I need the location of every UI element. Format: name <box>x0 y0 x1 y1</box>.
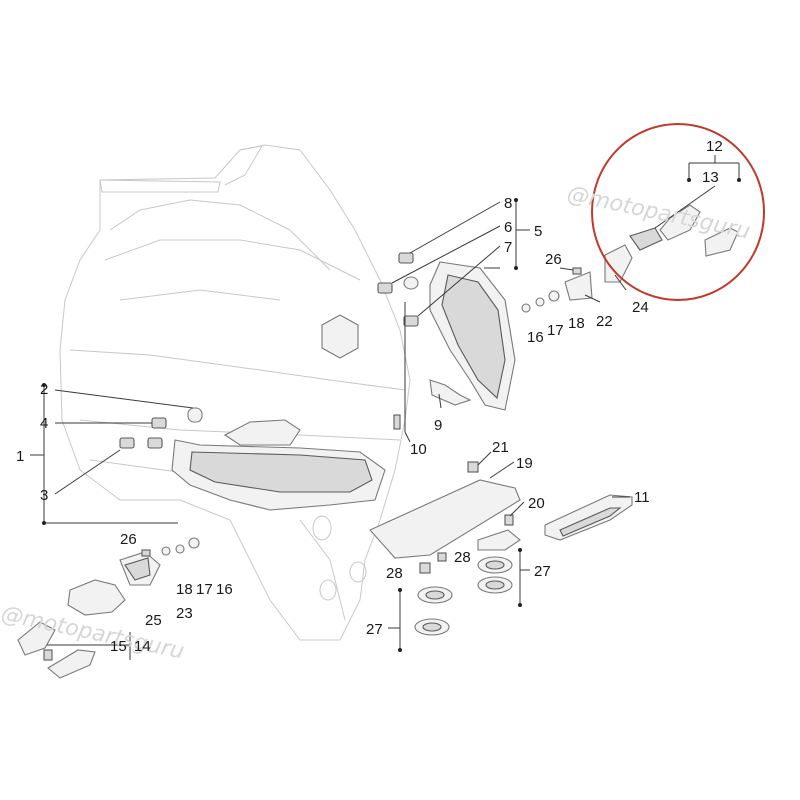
callout-labels: 1 2 3 4 5 6 7 8 9 10 11 12 13 14 15 16 1… <box>16 138 723 655</box>
rear-tail-light <box>171 419 386 511</box>
rear-mudguard-panel <box>369 461 521 559</box>
callout-26-right: 26 <box>545 251 562 268</box>
callout-5: 5 <box>534 223 542 240</box>
rubber-grommets <box>414 529 521 636</box>
right-turn-signal <box>521 204 739 313</box>
callout-24: 24 <box>632 299 649 316</box>
callout-2: 2 <box>40 381 48 398</box>
hexagon-emblem-icon <box>321 314 359 359</box>
callout-17-left: 17 <box>196 581 213 598</box>
callout-16-left: 16 <box>216 581 233 598</box>
reflector-oval <box>349 561 367 583</box>
callout-9: 9 <box>434 417 442 434</box>
callout-18-right: 18 <box>568 315 585 332</box>
callout-16-right: 16 <box>527 329 544 346</box>
reflector-oval <box>319 579 337 601</box>
callout-18-left: 18 <box>176 581 193 598</box>
scooter-rear-body <box>59 144 411 641</box>
callout-27-right: 27 <box>534 563 551 580</box>
license-plate-light-unit <box>377 252 516 430</box>
callout-10: 10 <box>410 441 427 458</box>
callout-28-left: 28 <box>386 565 403 582</box>
callout-11: 11 <box>634 489 650 506</box>
callout-13: 13 <box>702 169 719 186</box>
callout-22: 22 <box>596 313 613 330</box>
callout-25: 25 <box>145 612 162 629</box>
callout-21: 21 <box>492 439 509 456</box>
reflector-oval <box>312 515 332 541</box>
callout-12: 12 <box>706 138 723 155</box>
callout-19: 19 <box>516 455 533 472</box>
callout-14: 14 <box>134 638 151 655</box>
side-reflector <box>544 494 633 541</box>
highlight-circle <box>591 123 765 301</box>
callout-26-left: 26 <box>120 531 137 548</box>
bracket-dots <box>42 178 741 652</box>
callout-8: 8 <box>504 195 512 212</box>
callout-27-left: 27 <box>366 621 383 638</box>
callout-15: 15 <box>110 638 127 655</box>
callout-7: 7 <box>504 239 512 256</box>
callout-3: 3 <box>40 487 48 504</box>
callout-28-right: 28 <box>454 549 471 566</box>
callout-4: 4 <box>40 415 48 432</box>
leader-lines <box>30 155 740 660</box>
callout-1: 1 <box>16 448 24 465</box>
callout-6: 6 <box>504 219 512 236</box>
callout-20: 20 <box>528 495 545 512</box>
callout-17-right: 17 <box>547 322 564 339</box>
callout-23: 23 <box>176 605 193 622</box>
tail-light-bulbs <box>119 407 203 449</box>
left-turn-signal <box>17 537 200 679</box>
